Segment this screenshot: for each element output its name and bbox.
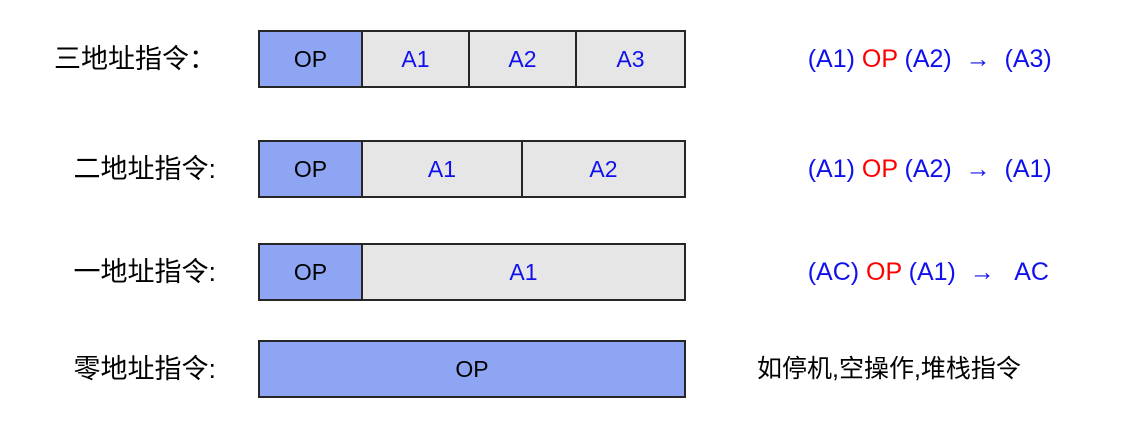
right-arrow-icon: → bbox=[965, 44, 991, 73]
instruction-layout-one-address: OP A1 bbox=[258, 243, 686, 301]
formula-operand-right: (A3) bbox=[990, 44, 1052, 73]
instruction-row-one-address: 一地址指令: OP A1 (AC) OP (A1) → AC bbox=[0, 243, 1122, 301]
formula-operand-left: (A1) bbox=[807, 44, 862, 73]
field-address-3: A3 bbox=[577, 32, 684, 86]
instruction-row-three-address: 三地址指令： OP A1 A2 A3 (A1) OP (A2) → (A3) bbox=[0, 30, 1122, 88]
row-label-one-address: 一地址指令: bbox=[73, 256, 216, 287]
formula-one-address: (AC) OP (A1) → AC bbox=[766, 235, 1049, 310]
formula-operand-right: (A1) bbox=[990, 154, 1052, 183]
instruction-layout-zero-address: OP bbox=[258, 340, 686, 398]
formula-operand-mid: (A2) bbox=[897, 44, 966, 73]
right-arrow-icon: → bbox=[965, 154, 991, 183]
field-address-2: A2 bbox=[470, 32, 577, 86]
row-label-zero-address: 零地址指令: bbox=[73, 353, 216, 384]
field-opcode: OP bbox=[260, 245, 363, 299]
field-opcode: OP bbox=[260, 142, 363, 196]
formula-op-icon: OP bbox=[861, 154, 898, 183]
instruction-layout-two-address: OP A1 A2 bbox=[258, 140, 686, 198]
formula-operand-mid: (A2) bbox=[897, 154, 966, 183]
formula-operand-right: AC bbox=[994, 257, 1049, 286]
formula-op-icon: OP bbox=[866, 257, 902, 286]
right-arrow-icon: → bbox=[969, 257, 995, 286]
formula-op-icon: OP bbox=[861, 44, 898, 73]
formula-two-address: (A1) OP (A2) → (A1) bbox=[766, 132, 1052, 207]
field-address-1: A1 bbox=[363, 245, 684, 299]
formula-operand-mid: (A1) bbox=[901, 257, 970, 286]
zero-address-note: 如停机,空操作,堆栈指令 bbox=[757, 354, 1021, 383]
field-address-1: A1 bbox=[363, 142, 523, 196]
field-opcode: OP bbox=[260, 32, 363, 86]
formula-operand-left: (A1) bbox=[807, 154, 862, 183]
field-address-1: A1 bbox=[363, 32, 470, 86]
formula-operand-left: (AC) bbox=[807, 257, 867, 286]
field-address-2: A2 bbox=[523, 142, 684, 196]
formula-three-address: (A1) OP (A2) → (A3) bbox=[766, 22, 1052, 97]
instruction-row-zero-address: 零地址指令: OP 如停机,空操作,堆栈指令 bbox=[0, 340, 1122, 398]
instruction-row-two-address: 二地址指令: OP A1 A2 (A1) OP (A2) → (A1) bbox=[0, 140, 1122, 198]
row-label-three-address: 三地址指令： bbox=[54, 43, 216, 74]
field-opcode: OP bbox=[260, 342, 684, 396]
instruction-layout-three-address: OP A1 A2 A3 bbox=[258, 30, 686, 88]
row-label-two-address: 二地址指令: bbox=[73, 153, 216, 184]
